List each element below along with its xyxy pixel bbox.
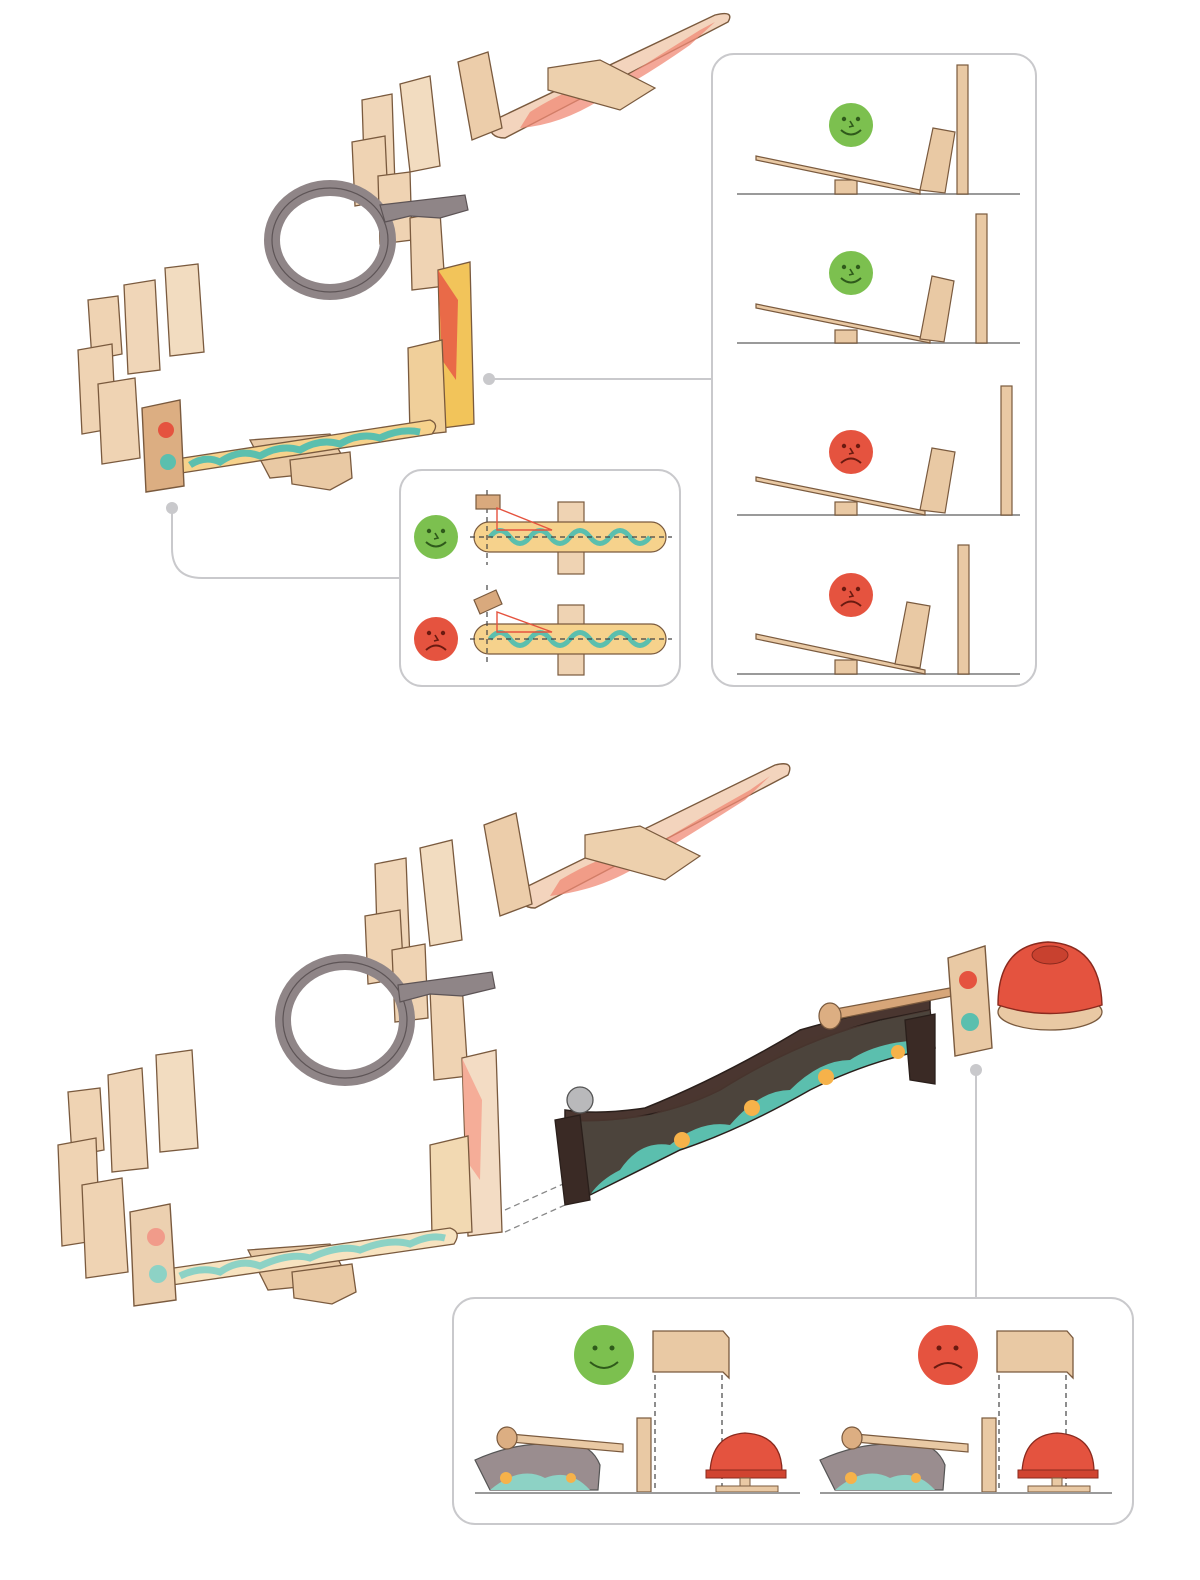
domino-left-cluster: [77, 263, 205, 465]
seesaw-top: [166, 419, 437, 491]
alignment-row-1: [413, 490, 672, 575]
callout-leaders-top: [166, 373, 712, 579]
happy-face-icon: [413, 514, 459, 560]
hammer-bell-case-1: [474, 1325, 800, 1494]
ramp-stick: [489, 12, 731, 139]
setup-bottom: [57, 763, 1134, 1525]
callout-leader-bottom: [970, 1064, 982, 1298]
lever-row-1: [737, 64, 1020, 195]
domino-right-pair: [407, 261, 475, 437]
callout-hammer-bell: [452, 1297, 1134, 1525]
domino-right-pair-bottom: [429, 1049, 503, 1237]
ramp-stick-bottom: [519, 763, 791, 909]
sad-face-icon: [413, 616, 459, 662]
happy-face-icon: [828, 250, 874, 296]
domino-block-icon: [996, 1330, 1074, 1380]
signal-domino-top: [141, 399, 185, 493]
alignment-row-2: [413, 585, 672, 676]
bell-assembly: [947, 941, 1103, 1057]
hammer-bell-case-2: [819, 1325, 1112, 1494]
domino-back-row: [351, 51, 503, 291]
domino-left-cluster-bottom: [57, 1049, 199, 1279]
signal-domino-bottom: [129, 1203, 177, 1307]
domino-block-icon: [652, 1330, 730, 1380]
happy-face-icon: [828, 102, 874, 148]
callout-lever-gap: [711, 53, 1037, 687]
callout-seesaw-alignment: [399, 469, 681, 687]
seesaw-bottom: [155, 1227, 458, 1305]
sad-face-icon: [828, 572, 874, 618]
domino-back-row-bottom: [364, 812, 533, 1081]
bell-icon: [997, 941, 1103, 1031]
setup-top: [77, 12, 1037, 687]
loop-ring-bottom: [275, 954, 496, 1086]
lever-row-3: [737, 385, 1020, 516]
lever-row-2: [737, 213, 1020, 344]
loop-ring: [264, 180, 469, 300]
lever-row-4: [737, 544, 1020, 675]
wave-track: [554, 987, 953, 1206]
sad-face-icon: [828, 429, 874, 475]
